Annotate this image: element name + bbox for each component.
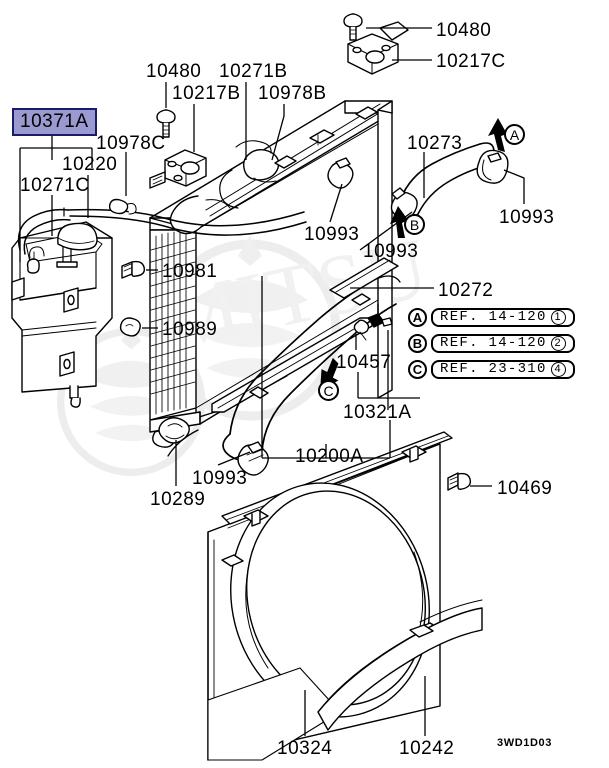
label-10217c: 10217C <box>436 51 506 72</box>
reference-text-c: REF. 23-310 <box>440 361 547 377</box>
label-10989: 10989 <box>162 319 218 340</box>
reference-row-b: B REF. 14-120 2 <box>408 334 575 353</box>
reference-number-b: 2 <box>550 335 566 351</box>
label-10200a: 10200A <box>295 446 364 467</box>
label-10993-lower: 10993 <box>192 468 248 489</box>
reference-box-c[interactable]: REF. 23-310 4 <box>431 360 575 379</box>
label-10271c: 10271C <box>20 175 90 196</box>
label-10220: 10220 <box>62 154 118 175</box>
label-10217b: 10217B <box>172 83 241 104</box>
reference-text-a: REF. 14-120 <box>440 309 547 325</box>
reference-box-a[interactable]: REF. 14-120 1 <box>431 308 575 327</box>
label-10271b: 10271B <box>219 61 288 82</box>
marker-b-upper-hose: B <box>404 214 425 235</box>
label-10289: 10289 <box>150 489 206 510</box>
label-10273: 10273 <box>407 133 463 154</box>
reference-row-c: C REF. 23-310 4 <box>408 360 575 379</box>
reference-number-a: 1 <box>550 309 566 325</box>
label-10993-upper-right: 10993 <box>499 207 555 228</box>
label-10978b: 10978B <box>258 83 327 104</box>
label-10469: 10469 <box>497 478 553 499</box>
label-10371a-highlighted[interactable]: 10371A <box>12 108 97 136</box>
label-10457: 10457 <box>336 352 392 373</box>
reference-row-a: A REF. 14-120 1 <box>408 308 575 327</box>
reference-number-c: 4 <box>550 361 566 377</box>
reference-text-b: REF. 14-120 <box>440 335 547 351</box>
diagram-code: 3WD1D03 <box>497 737 552 749</box>
reference-marker-c: C <box>408 360 427 379</box>
label-10981: 10981 <box>162 261 218 282</box>
marker-a-upper-hose: A <box>504 124 525 145</box>
label-10480-top: 10480 <box>436 20 492 41</box>
reference-box-b[interactable]: REF. 14-120 2 <box>431 334 575 353</box>
label-10272: 10272 <box>438 280 494 301</box>
reference-marker-a: A <box>408 308 427 327</box>
reference-marker-b: B <box>408 334 427 353</box>
label-10480-left: 10480 <box>146 61 202 82</box>
label-10321a: 10321A <box>343 402 412 423</box>
label-10242: 10242 <box>399 738 455 759</box>
label-10993-mid: 10993 <box>363 241 419 262</box>
marker-c-lower-hose: C <box>318 380 339 401</box>
label-10993-upper-mid: 10993 <box>304 224 360 245</box>
label-10324: 10324 <box>277 738 333 759</box>
label-10978c: 10978C <box>96 133 166 154</box>
